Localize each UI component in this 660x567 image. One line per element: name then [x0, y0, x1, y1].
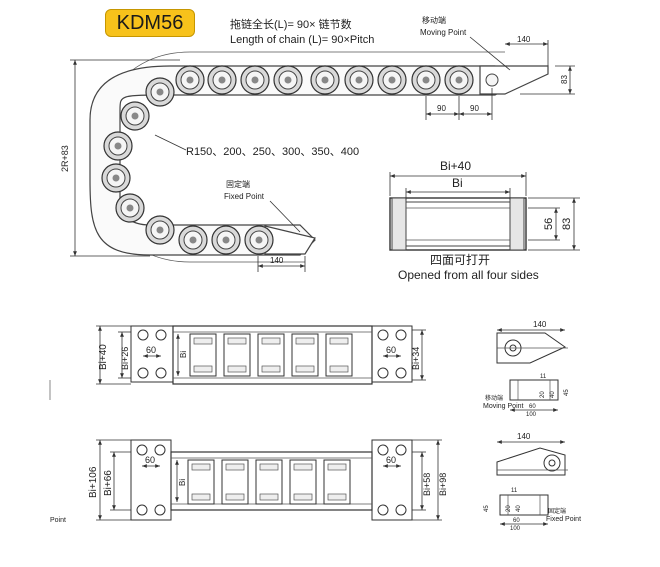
tv1-dim-bi34: Bi+34 — [411, 347, 421, 370]
dim-56: 56 — [543, 218, 555, 230]
fixed-point-cn: 固定端 — [226, 179, 250, 189]
top-view-2 — [130, 439, 413, 521]
chain-link-slat — [255, 459, 283, 505]
chain-link-slat — [189, 333, 217, 377]
b2-d20: 20 — [506, 505, 512, 512]
b2-label-cn: 固定端 — [548, 507, 566, 515]
tv1-dim-bi40: Bi+40 — [98, 344, 109, 370]
b2-label-en: Fixed Point — [546, 516, 581, 523]
dim-pitch-a: 90 — [437, 104, 446, 113]
tv1-dim-60-right: 60 — [386, 345, 396, 355]
b2-d60: 60 — [513, 518, 520, 524]
tv1-dim-bi: Bi — [179, 351, 188, 358]
caption-en: Opened from all four sides — [398, 268, 539, 282]
chain-roller — [444, 65, 474, 95]
length-formula-cn: 拖链全长(L)= 90× 链节数 — [230, 17, 352, 31]
chain-roller — [344, 65, 374, 95]
chain-link-slat — [289, 459, 317, 505]
model-badge: KDM56 — [105, 9, 195, 37]
tv2-dim-60-right: 60 — [386, 455, 396, 465]
chain-roller — [178, 225, 208, 255]
chain-link-slat — [325, 333, 353, 377]
dim-2r83: 2R+83 — [60, 145, 70, 172]
chain-link-slat — [323, 459, 351, 505]
dim-bottom-140: 140 — [270, 256, 284, 265]
dim-83: 83 — [561, 218, 573, 230]
chain-roller — [310, 65, 340, 95]
b1-d60: 60 — [529, 404, 536, 410]
side-view — [89, 51, 549, 263]
chain-roller — [211, 225, 241, 255]
moving-point-cn: 移动端 — [422, 15, 446, 25]
tv2-dim-bi106: Bi+106 — [88, 466, 99, 498]
tv1-dim-bi26: Bi+26 — [120, 347, 130, 370]
edge-text: Point — [50, 517, 66, 524]
chain-roller — [175, 65, 205, 95]
chain-roller — [145, 77, 175, 107]
b1-label-en: Moving Point — [483, 403, 524, 410]
b2-d40: 40 — [516, 505, 522, 512]
chain-roller — [145, 215, 175, 245]
bracket-fixed — [496, 447, 568, 516]
chain-roller — [120, 101, 150, 131]
b1-d11: 11 — [540, 374, 547, 380]
top-view-1 — [130, 325, 413, 385]
chain-link-slat — [221, 459, 249, 505]
tv2-dim-bi66: Bi+66 — [103, 470, 114, 496]
chain-link-slat — [257, 333, 285, 377]
dim-end-83: 83 — [560, 75, 569, 84]
b1-d20: 20 — [540, 391, 546, 398]
dim-bi40: Bi+40 — [440, 159, 471, 173]
b2-len: 140 — [517, 432, 531, 441]
b1-d40: 40 — [550, 391, 556, 398]
caption-cn: 四面可打开 — [430, 253, 490, 267]
chain-roller — [244, 225, 274, 255]
radius-label: R150、200、250、300、350、400 — [186, 146, 359, 158]
tv2-dim-bi: Bi — [178, 479, 187, 486]
b2-d45: 45 — [484, 505, 490, 512]
b1-d45: 45 — [564, 389, 570, 396]
length-formula-en: Length of chain (L)= 90×Pitch — [230, 34, 374, 46]
cross-section — [389, 197, 527, 251]
b1-label-cn: 移动端 — [485, 394, 503, 402]
fixed-point-en: Fixed Point — [224, 192, 265, 201]
chain-roller — [273, 65, 303, 95]
tv2-dim-60: 60 — [145, 455, 155, 465]
chain-roller — [115, 193, 145, 223]
chain-link-slat — [291, 333, 319, 377]
tv2-dim-bi58: Bi+58 — [422, 473, 432, 496]
b1-len: 140 — [533, 320, 547, 329]
chain-roller — [101, 163, 131, 193]
chain-link-slat — [187, 459, 215, 505]
chain-roller — [103, 131, 133, 161]
chain-roller — [411, 65, 441, 95]
bracket-moving — [496, 332, 568, 401]
tv1-dim-60: 60 — [146, 345, 156, 355]
chain-roller — [240, 65, 270, 95]
dim-bi: Bi — [452, 176, 463, 190]
moving-point-en: Moving Point — [420, 28, 467, 37]
chain-roller — [207, 65, 237, 95]
b2-d100: 100 — [510, 526, 521, 532]
b2-d11: 11 — [511, 488, 518, 494]
dim-top-140: 140 — [517, 35, 531, 44]
dim-pitch-b: 90 — [470, 104, 479, 113]
chain-link-slat — [223, 333, 251, 377]
chain-roller — [377, 65, 407, 95]
b1-d100: 100 — [526, 412, 537, 418]
tv2-dim-bi98: Bi+98 — [438, 473, 448, 496]
